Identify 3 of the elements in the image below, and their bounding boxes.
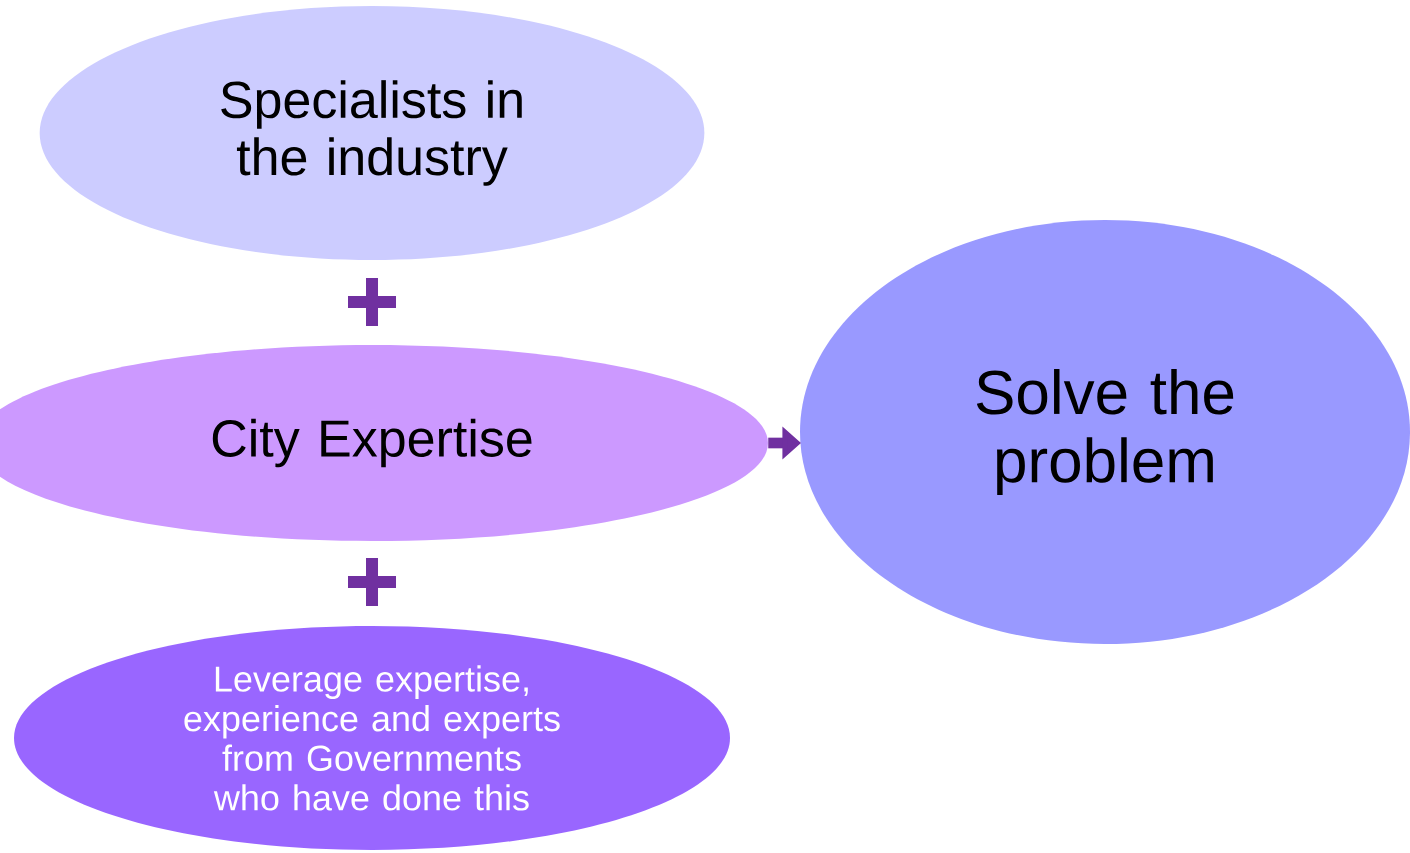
- ellipse-node: Leverage expertise, experience and experts from Governments who have done this: [14, 626, 730, 850]
- ellipse-node: Solve the problem: [800, 220, 1410, 644]
- ellipse-node: Specialists in the industry: [39, 6, 705, 260]
